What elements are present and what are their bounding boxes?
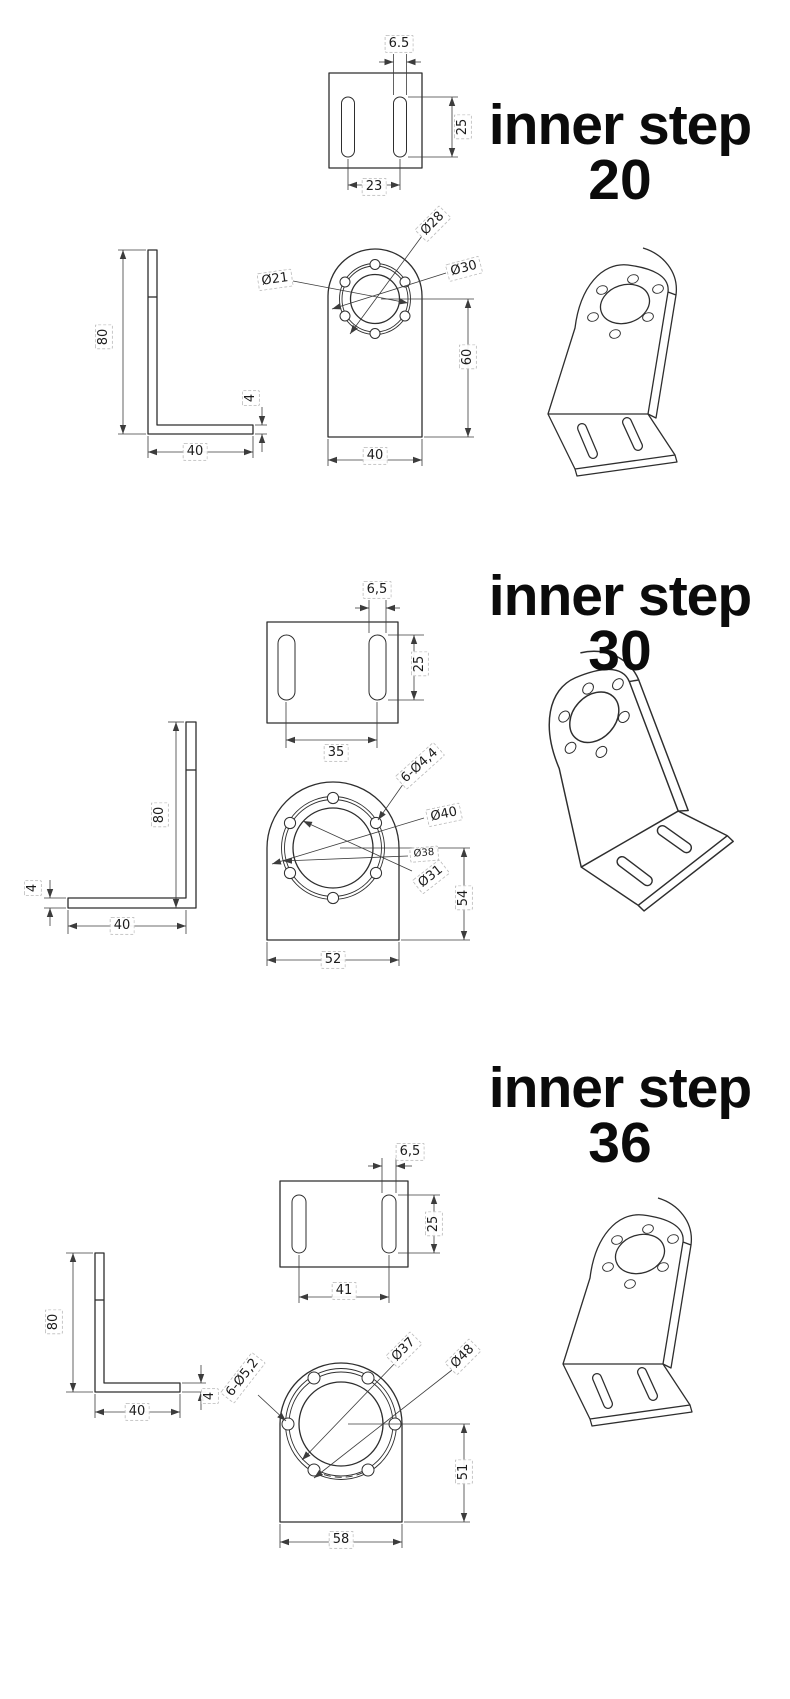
title-size: 20: [588, 148, 652, 212]
dim-slot-width: 6,5: [362, 580, 392, 600]
section-30-top-view: [266, 600, 424, 748]
slot: [393, 96, 407, 158]
title-size: 36: [588, 1111, 652, 1175]
section-title-36: inner step 36: [455, 1056, 785, 1175]
dim-center-to-bottom: 54: [454, 885, 474, 911]
title-text: inner step: [488, 564, 752, 628]
slot: [368, 634, 387, 701]
slot: [277, 634, 296, 701]
title-size: 30: [588, 619, 652, 683]
section-20-top-view: [328, 54, 458, 190]
base-plate-outline: [328, 72, 423, 169]
dim-slot-spacing: 41: [331, 1281, 357, 1301]
dim-slot-spacing: 35: [323, 743, 349, 763]
dim-slot-length: 25: [453, 114, 473, 140]
dim-center-to-bottom: 60: [458, 344, 478, 370]
dim-thickness: 4: [23, 879, 43, 897]
section-30-side-view: [44, 721, 197, 934]
l-bracket-profile: [147, 249, 254, 435]
dim-leg: 40: [109, 916, 135, 936]
base-plate-outline: [266, 621, 399, 724]
iso-view-20: [548, 248, 677, 476]
dim-slot-length: 25: [424, 1211, 444, 1237]
section-20-side-view: [118, 249, 267, 458]
dim-width: 52: [320, 950, 346, 970]
dim-slot-width: 6.5: [384, 34, 414, 54]
section-title-20: inner step 20: [455, 93, 785, 212]
face-plate-outline: [327, 248, 423, 438]
l-bracket-profile: [94, 1252, 181, 1393]
section-36-front-view: [257, 1359, 470, 1548]
slot: [381, 1194, 397, 1254]
face-plate-outline: [279, 1362, 403, 1523]
section-20-front-view: [292, 235, 474, 466]
dim-thickness: 4: [200, 1387, 220, 1405]
section-30-front-view: [266, 779, 470, 966]
dim-center-to-bottom: 51: [454, 1459, 474, 1485]
dim-slot-spacing: 23: [361, 177, 387, 197]
section-36-top-view: [279, 1158, 440, 1303]
dim-width: 58: [328, 1530, 354, 1550]
dim-leg: 40: [182, 442, 208, 462]
dim-slot-width: 6,5: [395, 1142, 425, 1162]
title-text: inner step: [488, 93, 752, 157]
dim-slot-length: 25: [410, 651, 430, 677]
l-bracket-profile: [67, 721, 197, 909]
dim-height: 80: [44, 1309, 64, 1335]
title-text: inner step: [488, 1056, 752, 1120]
slot: [291, 1194, 307, 1254]
face-plate-outline: [266, 781, 400, 941]
dia-bolt-circle: Ø38: [409, 845, 439, 863]
dim-height: 80: [94, 324, 114, 350]
dim-height: 80: [150, 802, 170, 828]
iso-view-36: [563, 1198, 692, 1426]
section-title-30: inner step 30: [455, 564, 785, 683]
dim-width: 40: [362, 446, 388, 466]
dim-thickness: 4: [241, 389, 261, 407]
section-36-side-view: [66, 1252, 206, 1418]
dim-leg: 40: [124, 1402, 150, 1422]
base-plate-outline: [279, 1180, 409, 1268]
slot: [341, 96, 355, 158]
